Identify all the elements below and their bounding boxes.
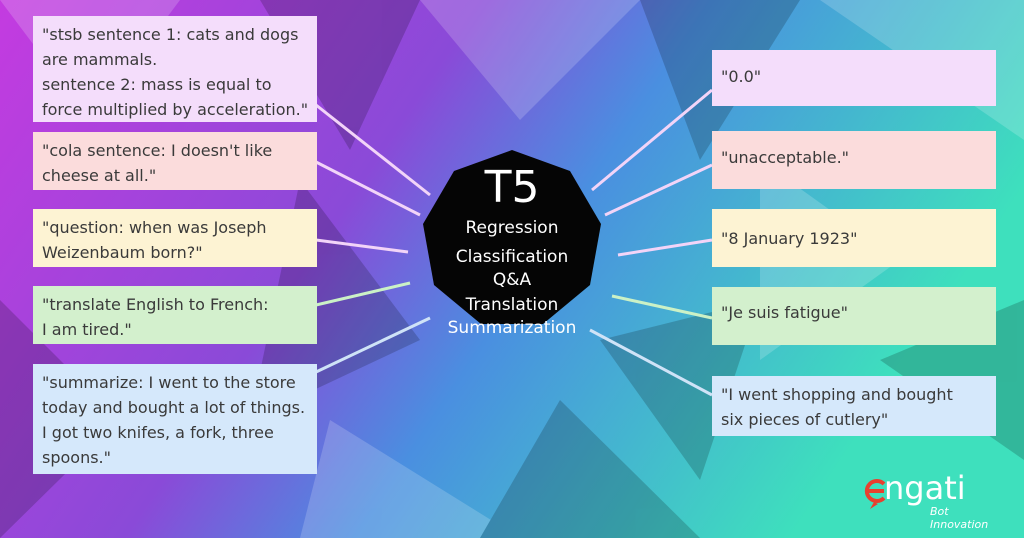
- hub-task-qa: Q&A: [492, 270, 532, 290]
- input-box-stsb: "stsb sentence 1: cats and dogs are mamm…: [33, 16, 317, 122]
- input-box-summarize: "summarize: I went to the store today an…: [33, 364, 317, 474]
- hub-task-translation: Translation: [465, 295, 559, 315]
- connector-line: [315, 103, 431, 197]
- engati-e-logo-icon: [864, 479, 886, 509]
- hub-task-summarization: Summarization: [447, 318, 577, 338]
- hub-title: T5: [484, 162, 540, 213]
- connector-line: [604, 163, 713, 217]
- t5-hub-shape: [423, 150, 601, 324]
- connector-line: [591, 88, 713, 192]
- output-box-summarization: "I went shopping and bought six pieces o…: [712, 376, 996, 436]
- hub-task-classification: Classification: [455, 247, 569, 267]
- connector-line: [589, 328, 713, 397]
- connector-line: [611, 294, 713, 320]
- brand-tagline: Bot Innovation: [930, 505, 989, 531]
- connector-line: [315, 281, 411, 307]
- brand-name: ngati: [884, 469, 966, 507]
- engati-logo: ngati Bot Innovation: [862, 469, 1002, 531]
- connector-line: [617, 238, 713, 257]
- output-box-classification: "unacceptable.": [712, 131, 996, 189]
- connector-line: [315, 238, 409, 254]
- output-box-qa: "8 January 1923": [712, 209, 996, 267]
- hub-task-regression: Regression: [465, 218, 559, 238]
- input-box-question: "question: when was Joseph Weizenbaum bo…: [33, 209, 317, 267]
- connector-line: [315, 160, 421, 217]
- connector-line: [315, 316, 431, 374]
- input-box-translate: "translate English to French: I am tired…: [33, 286, 317, 344]
- output-box-translation: "Je suis fatigue": [712, 287, 996, 345]
- input-box-cola: "cola sentence: I doesn't like cheese at…: [33, 132, 317, 190]
- output-box-regression: "0.0": [712, 50, 996, 106]
